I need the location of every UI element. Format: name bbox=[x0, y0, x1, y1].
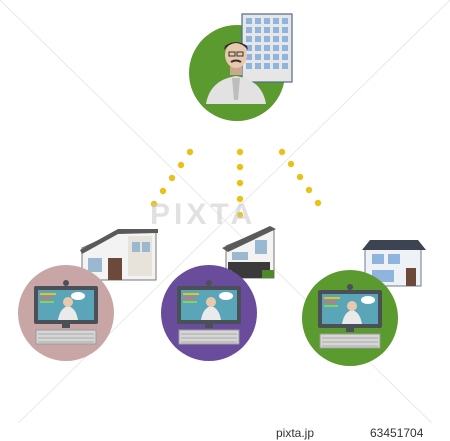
worker-station-center bbox=[161, 265, 257, 361]
stock-footer bbox=[0, 423, 450, 441]
computer-video-call-icon bbox=[318, 284, 382, 349]
computer-video-call-icon bbox=[177, 280, 241, 345]
stock-site-name: pixta.jp bbox=[276, 426, 315, 440]
boss-group bbox=[189, 13, 293, 121]
connector-dots bbox=[150, 148, 322, 219]
manager-avatar-icon bbox=[206, 42, 266, 104]
computer-video-call-icon bbox=[34, 280, 98, 345]
house-icon bbox=[222, 226, 276, 279]
watermark-text: PIXTA bbox=[150, 198, 257, 231]
house-icon bbox=[80, 229, 158, 281]
worker-station-right bbox=[302, 270, 398, 366]
stock-image-number: 63451704 bbox=[370, 426, 424, 440]
office-building-icon bbox=[241, 13, 293, 83]
worker-station-left bbox=[18, 265, 114, 361]
